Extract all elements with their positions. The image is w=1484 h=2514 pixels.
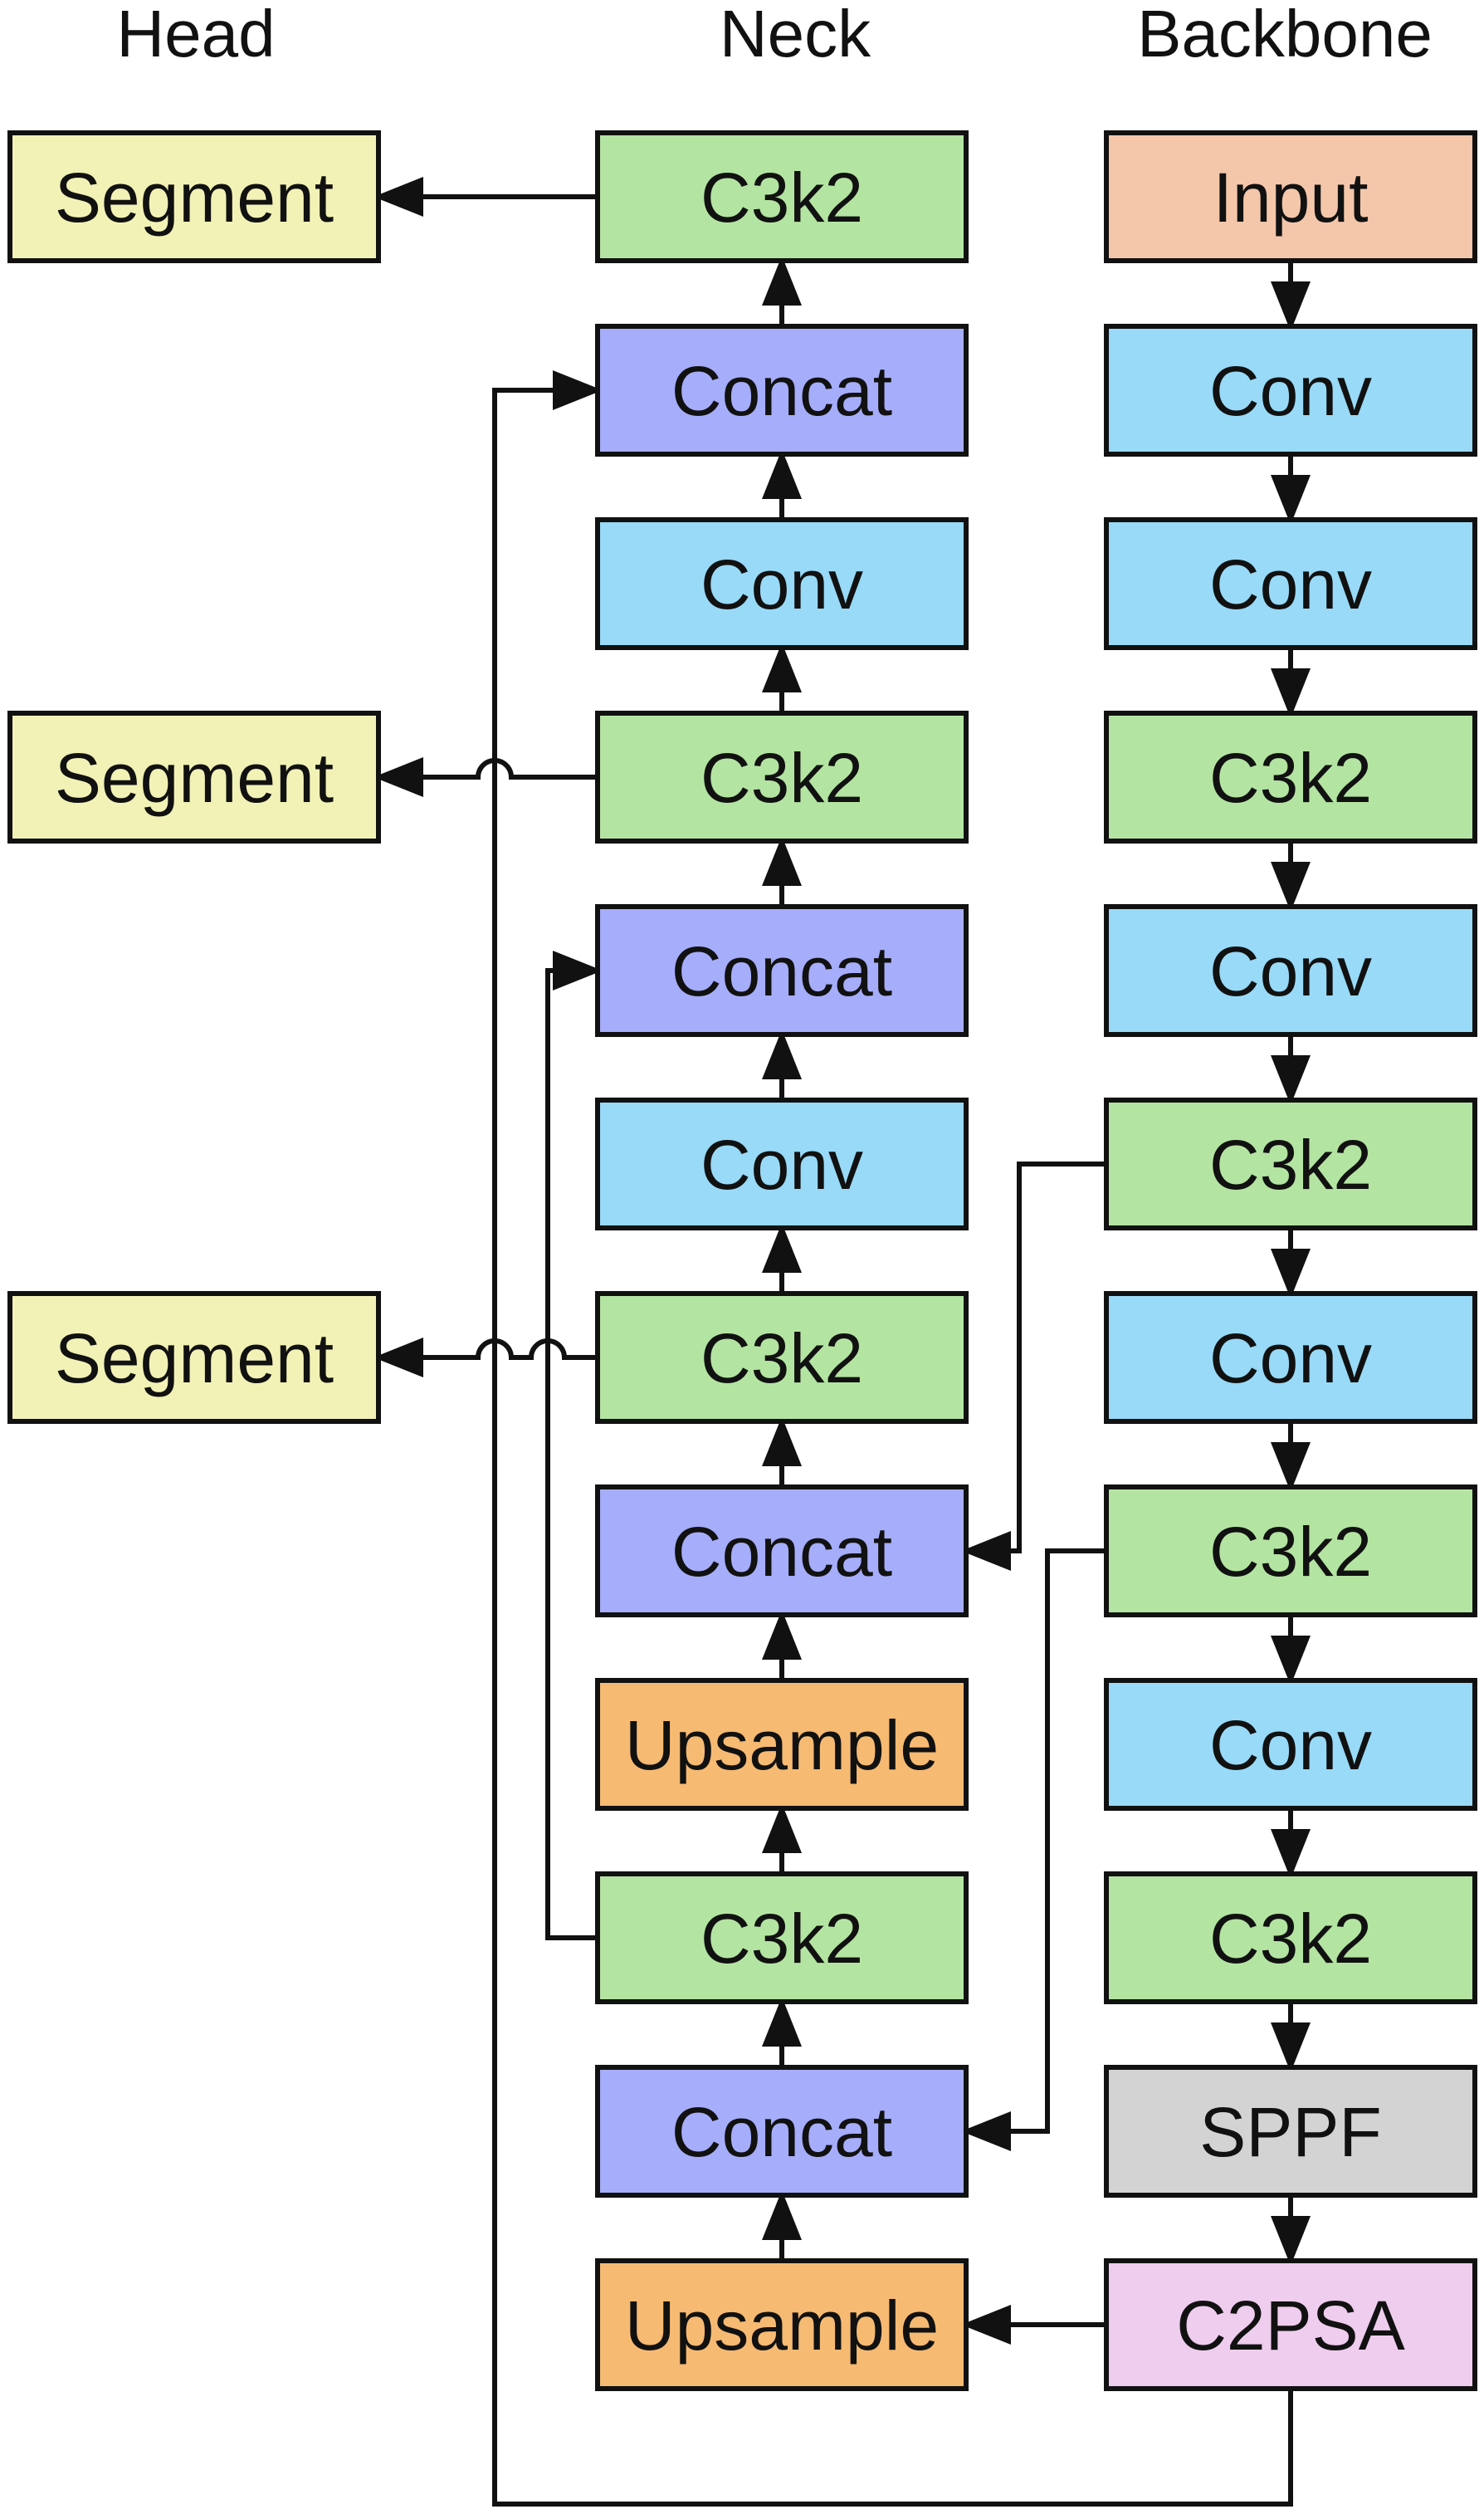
neck-node-concat-7-box	[595, 1484, 969, 1617]
neck-node-conv-5-label: Conv	[701, 1126, 863, 1204]
neck-node-c3k2-9-label: C3k2	[701, 1900, 863, 1978]
neck-node-c3k2-6-label: C3k2	[701, 1319, 863, 1397]
neck-node-concat-10-box	[595, 2065, 969, 2198]
backbone-node-sppf-10: SPPF	[1104, 2065, 1477, 2198]
neck-node-concat-10-label: Concat	[671, 2093, 892, 2171]
backbone-node-sppf-10-label: SPPF	[1199, 2093, 1381, 2171]
head-node-segment-1-box	[7, 711, 381, 844]
neck-node-c3k2-6-box	[595, 1291, 969, 1424]
neck-node-concat-7-label: Concat	[671, 1513, 892, 1591]
head-node-segment-1-label: Segment	[55, 739, 334, 817]
neck-node-conv-2: Conv	[595, 517, 969, 650]
backbone-node-c3k2-5-label: C3k2	[1209, 1126, 1372, 1204]
neck-to-segment-arrow-1	[373, 757, 598, 797]
backbone-node-conv-6-label: Conv	[1209, 1319, 1372, 1397]
backbone-node-conv-2-box	[1104, 517, 1477, 650]
backbone-node-conv-4: Conv	[1104, 904, 1477, 1037]
neck-node-upsample-8: Upsample	[595, 1678, 969, 1811]
backbone-node-c3k2-5-box	[1104, 1098, 1477, 1230]
neck-node-concat-7: Concat	[595, 1484, 969, 1617]
head-node-segment-2-label: Segment	[55, 1319, 334, 1397]
backbone-node-conv-8-label: Conv	[1209, 1706, 1372, 1784]
neck-node-c3k2-6: C3k2	[595, 1291, 969, 1424]
backbone-c3k2-to-concat-arrow-b	[961, 1162, 1106, 1571]
backbone-node-conv-8-box	[1104, 1678, 1477, 1811]
neck-node-conv-2-label: Conv	[701, 545, 863, 624]
backbone-node-c3k2-7-label: C3k2	[1209, 1513, 1372, 1591]
neck-node-upsample-8-label: Upsample	[625, 1706, 939, 1784]
neck-node-c3k2-0-box	[595, 130, 969, 263]
backbone-node-c3k2-7-box	[1104, 1484, 1477, 1617]
head-node-segment-0-label: Segment	[55, 159, 334, 237]
column-title-head: Head	[116, 0, 275, 71]
backbone-node-conv-8: Conv	[1104, 1678, 1477, 1811]
backbone-c3k2-to-concat-arrow-a	[961, 1548, 1106, 2151]
backbone-node-sppf-10-box	[1104, 2065, 1477, 2198]
column-title-neck: Neck	[720, 0, 871, 71]
neck-node-concat-1-label: Concat	[671, 352, 892, 430]
backbone-node-input-0-box	[1104, 130, 1477, 263]
backbone-node-c3k2-7: C3k2	[1104, 1484, 1477, 1617]
backbone-node-input-0: Input	[1104, 130, 1477, 263]
neck-node-c3k2-3-box	[595, 711, 969, 844]
backbone-node-conv-6: Conv	[1104, 1291, 1477, 1424]
neck-node-c3k2-9-box	[595, 1871, 969, 2004]
neck-node-concat-4-box	[595, 904, 969, 1037]
backbone-node-conv-1-box	[1104, 324, 1477, 457]
head-node-segment-0: Segment	[7, 130, 381, 263]
neck-node-concat-4-label: Concat	[671, 932, 892, 1010]
backbone-node-c2psa-11-label: C2PSA	[1176, 2287, 1404, 2365]
neck-node-concat-4: Concat	[595, 904, 969, 1037]
neck-node-conv-5-box	[595, 1098, 969, 1230]
connector-layer	[373, 177, 1311, 2507]
head-node-segment-0-box	[7, 130, 381, 263]
neck-node-upsample-8-box	[595, 1678, 969, 1811]
neck-node-c3k2-0-label: C3k2	[701, 159, 863, 237]
neck-node-concat-1: Concat	[595, 324, 969, 457]
neck-node-conv-2-box	[595, 517, 969, 650]
backbone-node-c3k2-9-label: C3k2	[1209, 1900, 1372, 1978]
backbone-node-c3k2-9-box	[1104, 1871, 1477, 2004]
backbone-node-conv-2: Conv	[1104, 517, 1477, 650]
backbone-node-c3k2-3-box	[1104, 711, 1477, 844]
neck-node-concat-1-box	[595, 324, 969, 457]
head-node-segment-2-box	[7, 1291, 381, 1424]
backbone-node-conv-6-box	[1104, 1291, 1477, 1424]
backbone-node-c3k2-3-label: C3k2	[1209, 739, 1372, 817]
neck-c3k2-to-concat-skip-arrow	[545, 951, 603, 1940]
backbone-node-c2psa-11-box	[1104, 2258, 1477, 2391]
neck-node-upsample-11-box	[595, 2258, 969, 2391]
node-layer: InputConvConvC3k2ConvC3k2ConvC3k2ConvC3k…	[7, 130, 1477, 2391]
backbone-node-c3k2-5: C3k2	[1104, 1098, 1477, 1230]
backbone-node-conv-2-label: Conv	[1209, 545, 1372, 624]
neck-node-upsample-11-label: Upsample	[625, 2287, 939, 2365]
backbone-node-conv-4-box	[1104, 904, 1477, 1037]
head-node-segment-2: Segment	[7, 1291, 381, 1424]
neck-node-concat-10: Concat	[595, 2065, 969, 2198]
backbone-node-conv-4-label: Conv	[1209, 932, 1372, 1010]
c2psa-to-concat-long-skip-arrow	[492, 370, 1293, 2507]
column-title-backbone: Backbone	[1137, 0, 1433, 71]
neck-node-conv-5: Conv	[595, 1098, 969, 1230]
neck-node-c3k2-0: C3k2	[595, 130, 969, 263]
backbone-node-conv-1-label: Conv	[1209, 352, 1372, 430]
backbone-node-input-0-label: Input	[1213, 159, 1369, 237]
backbone-node-conv-1: Conv	[1104, 324, 1477, 457]
backbone-node-c2psa-11: C2PSA	[1104, 2258, 1477, 2391]
neck-node-c3k2-3: C3k2	[595, 711, 969, 844]
neck-node-c3k2-9: C3k2	[595, 1871, 969, 2004]
backbone-node-c3k2-3: C3k2	[1104, 711, 1477, 844]
neck-node-c3k2-3-label: C3k2	[701, 739, 863, 817]
column-titles: Head Neck Backbone	[116, 0, 1433, 71]
head-node-segment-1: Segment	[7, 711, 381, 844]
backbone-node-c3k2-9: C3k2	[1104, 1871, 1477, 2004]
neck-node-upsample-11: Upsample	[595, 2258, 969, 2391]
neck-to-segment-arrow-2	[373, 1338, 598, 1377]
